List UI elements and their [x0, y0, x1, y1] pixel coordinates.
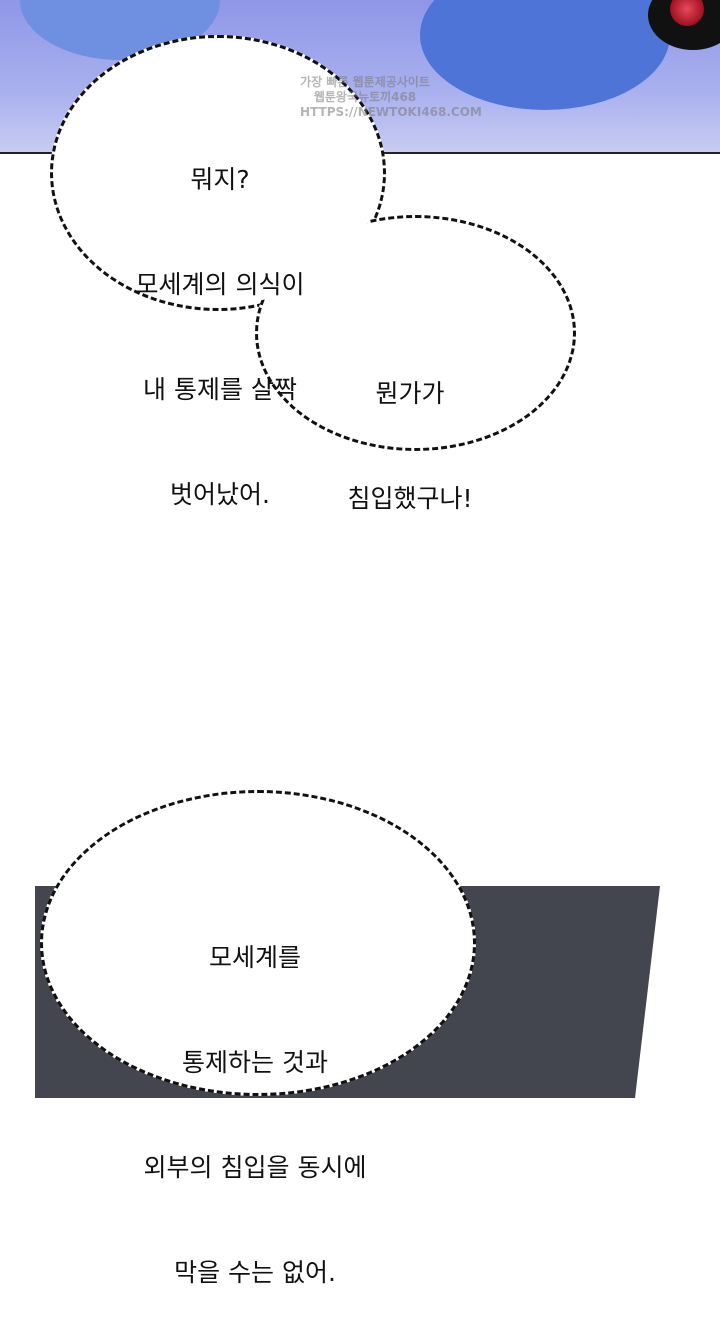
- text-line: 뭐지?: [190, 165, 250, 194]
- watermark-line2: 웹툰왕국뉴토끼468: [313, 90, 417, 104]
- text-line: 외부의 침입을 동시에: [143, 1153, 367, 1182]
- bubble-1-text: 뭐지? 모세계의 의식이 내 통제를 살짝 벗어났어.: [95, 92, 345, 547]
- bubble-1-fill: [56, 41, 380, 305]
- blue-hair-art: [420, 0, 670, 110]
- text-line: 모세계의 의식이: [135, 270, 305, 299]
- watermark-line3: HTTPS://NEWTOKI468.COM: [300, 105, 482, 119]
- text-line: 침입했구나!: [347, 484, 473, 513]
- text-line: 통제하는 것과: [182, 1048, 328, 1077]
- bubble-2-text: 뭔가가 침입했구나!: [300, 306, 520, 551]
- watermark: 가장 빠른 웹툰제공사이트 웹툰왕국뉴토끼468 HTTPS://NEWTOKI…: [300, 75, 482, 120]
- text-line: 내 통제를 살짝: [143, 375, 297, 404]
- speech-bubble-3: [40, 790, 476, 1096]
- text-line: 벗어났어.: [170, 480, 270, 509]
- text-line: 막을 수는 없어.: [174, 1258, 336, 1287]
- watermark-line1: 가장 빠른 웹툰제공사이트: [300, 75, 430, 89]
- text-line: 뭔가가: [375, 379, 445, 408]
- text-line: 모세계를: [208, 943, 301, 972]
